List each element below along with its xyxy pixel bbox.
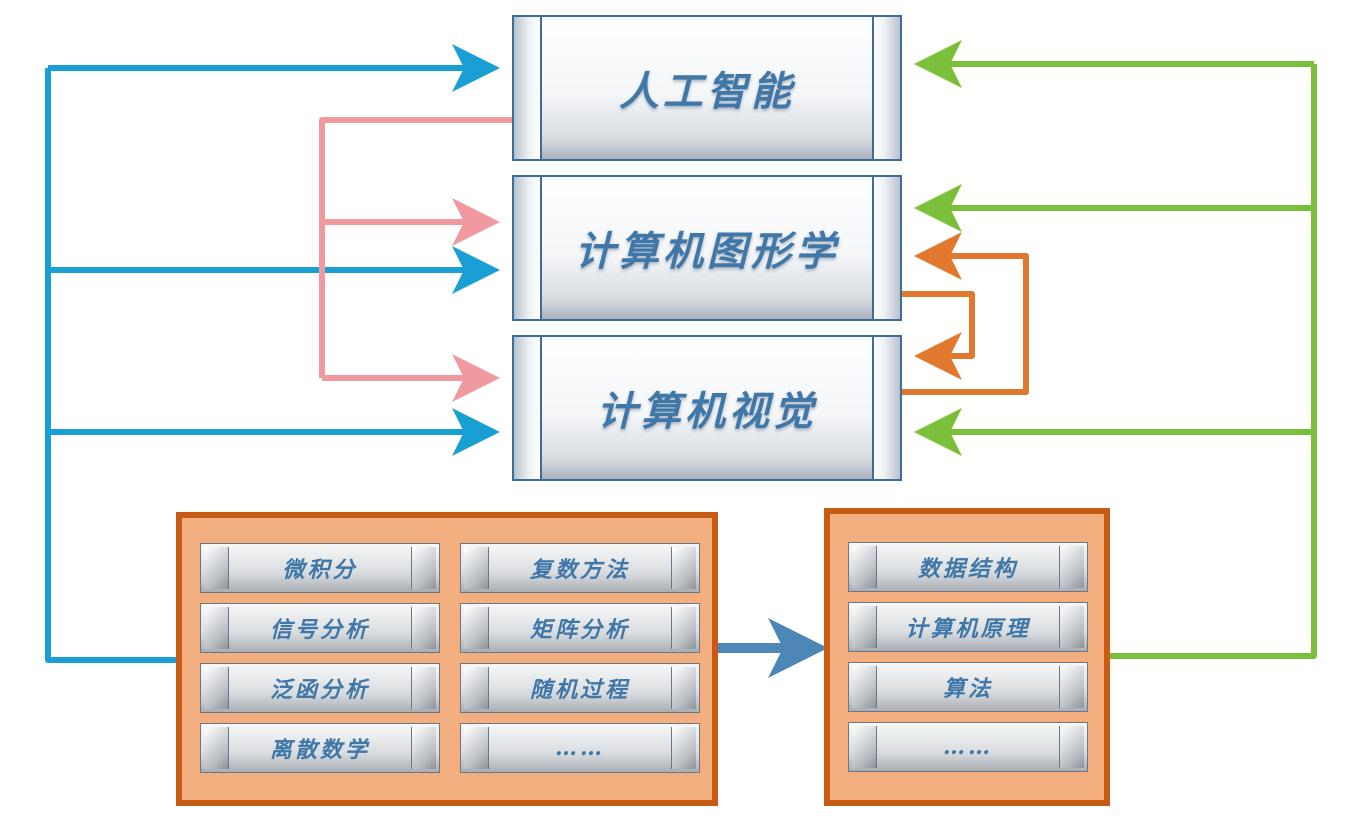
cs-item: 数据结构 [848, 542, 1088, 592]
cs-item-label: 数据结构 [917, 556, 1018, 582]
math-item: 泛函分析 [200, 663, 440, 713]
math-item: 离散数学 [200, 723, 440, 773]
ai-label: 人工智能 [619, 68, 795, 115]
green-connector [914, 40, 1317, 659]
cs-item-label: …… [943, 734, 993, 760]
graphics-label: 计算机图形学 [575, 228, 839, 275]
math-group: 微积分 复数方法 信号分析 矩阵分析 泛函分析 随机过程 离散数学 …… [176, 512, 718, 806]
cs-item: …… [848, 722, 1088, 772]
math-item-label: 随机过程 [529, 677, 630, 703]
math-item: 复数方法 [460, 543, 700, 593]
cs-item: 计算机原理 [848, 602, 1088, 652]
vision-box: 计算机视觉 [512, 335, 902, 481]
math-item: …… [460, 723, 700, 773]
math-item-label: 离散数学 [269, 737, 370, 763]
cs-item-label: 算法 [942, 676, 993, 702]
orange-connector [902, 232, 1029, 395]
math-item-label: 复数方法 [529, 557, 630, 583]
pink-connector [319, 117, 512, 402]
vision-label: 计算机视觉 [597, 388, 817, 435]
math-item-label: 信号分析 [269, 617, 370, 643]
math-item-label: 微积分 [282, 557, 358, 583]
blue-connector [45, 44, 500, 663]
cs-item-label: 计算机原理 [905, 616, 1031, 642]
cs-group: 数据结构 计算机原理 算法 …… [824, 508, 1110, 806]
math-item-label: 泛函分析 [269, 677, 370, 703]
math-item-label: 矩阵分析 [529, 617, 630, 643]
math-item-label: …… [555, 735, 605, 761]
math-item: 微积分 [200, 543, 440, 593]
math-item: 随机过程 [460, 663, 700, 713]
graphics-box: 计算机图形学 [512, 175, 902, 321]
math-item: 信号分析 [200, 603, 440, 653]
math-item: 矩阵分析 [460, 603, 700, 653]
ai-box: 人工智能 [512, 15, 902, 161]
cs-item: 算法 [848, 662, 1088, 712]
